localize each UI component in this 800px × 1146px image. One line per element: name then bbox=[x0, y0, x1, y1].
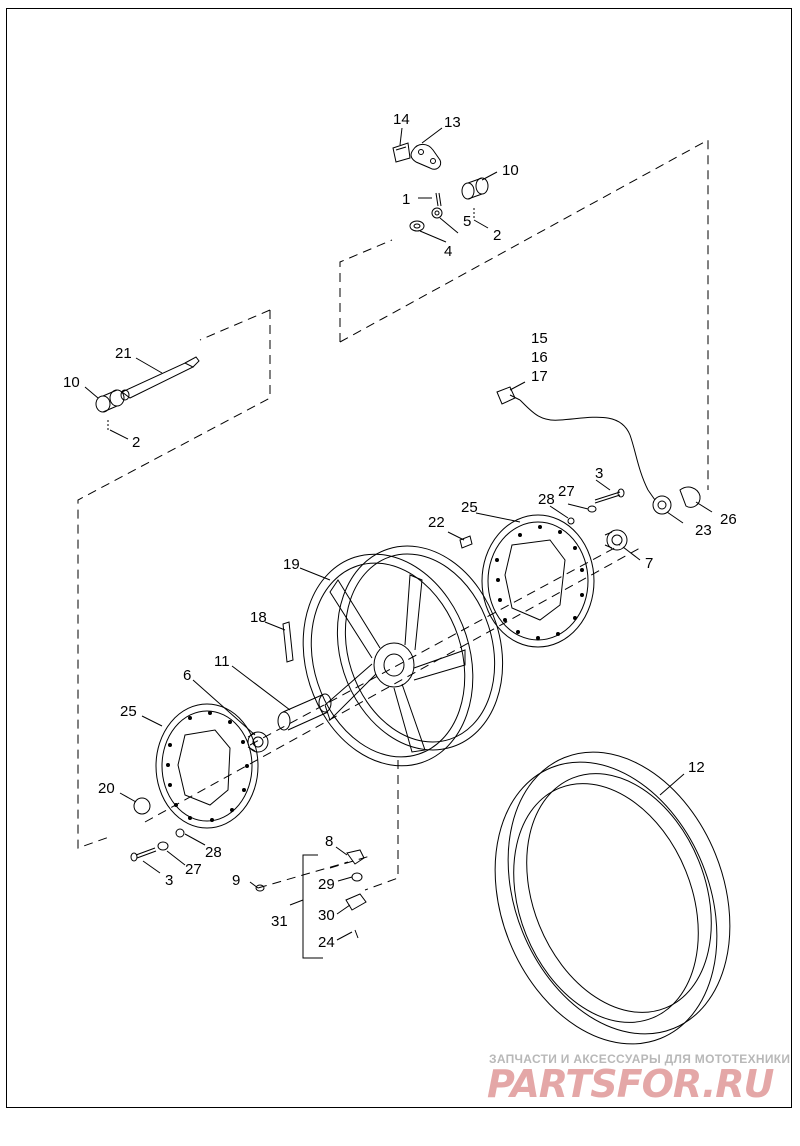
callout-12: 12 bbox=[688, 759, 705, 776]
callout-31: 31 bbox=[271, 913, 288, 930]
cast-wheel-part bbox=[302, 545, 504, 767]
callout-5: 5 bbox=[463, 213, 471, 230]
callout-11: 11 bbox=[214, 653, 230, 670]
tire-part bbox=[494, 751, 731, 1045]
callout-1: 1 bbox=[402, 191, 410, 208]
callout-15: 15 bbox=[531, 330, 548, 347]
callout-26: 26 bbox=[720, 511, 737, 528]
callout-29: 29 bbox=[318, 876, 335, 893]
washer-part bbox=[409, 220, 425, 232]
axle-sleeve-part bbox=[277, 693, 332, 731]
caliper-bracket-part bbox=[410, 143, 442, 170]
assembly-dash-lines bbox=[77, 139, 709, 891]
callout-4: 4 bbox=[444, 243, 452, 260]
sensor-ring-part bbox=[652, 495, 672, 515]
callout-2-left: 2 bbox=[132, 434, 140, 451]
wheel-speed-sensor-part bbox=[496, 386, 656, 501]
hub-cap-part bbox=[133, 797, 151, 815]
valve-cap-part bbox=[459, 535, 473, 549]
callout-25-right: 25 bbox=[461, 499, 478, 516]
leader-lines bbox=[84, 127, 713, 941]
washer-left-28 bbox=[175, 828, 185, 838]
callout-23: 23 bbox=[695, 522, 712, 539]
bolt-left-part bbox=[130, 847, 157, 862]
callout-30: 30 bbox=[318, 907, 335, 924]
bolt-right-part bbox=[594, 488, 625, 504]
callout-17: 17 bbox=[531, 368, 548, 385]
nut-part bbox=[431, 207, 443, 219]
washer-right-28 bbox=[567, 517, 575, 525]
callout-20: 20 bbox=[98, 780, 115, 797]
callout-8: 8 bbox=[325, 833, 333, 850]
callout-14: 14 bbox=[393, 111, 410, 128]
valve-oring-part bbox=[351, 872, 363, 882]
callout-16: 16 bbox=[531, 349, 548, 366]
callout-10-left: 10 bbox=[63, 374, 80, 391]
axle-part bbox=[120, 356, 200, 401]
valve-core-part bbox=[354, 929, 359, 939]
callout-10-top: 10 bbox=[502, 162, 519, 179]
callout-6: 6 bbox=[183, 667, 191, 684]
valve-cap-small-part bbox=[255, 884, 265, 892]
spacer-part-left bbox=[95, 389, 125, 413]
bracket-clip-part bbox=[392, 142, 411, 163]
brake-rotor-left bbox=[155, 703, 259, 829]
spacer-part-top bbox=[461, 177, 489, 200]
cotter-pin-part bbox=[435, 192, 442, 207]
callout-3-right: 3 bbox=[595, 465, 603, 482]
watermark-tagline: ЗАПЧАСТИ И АКСЕССУАРЫ ДЛЯ МОТОТЕХНИКИ bbox=[489, 1052, 791, 1066]
callout-3-left: 3 bbox=[165, 872, 173, 889]
washer-right-27 bbox=[587, 505, 597, 513]
callout-18: 18 bbox=[250, 609, 267, 626]
callout-19: 19 bbox=[283, 556, 300, 573]
brake-rotor-right bbox=[481, 514, 595, 648]
callout-13: 13 bbox=[444, 114, 461, 131]
callout-9: 9 bbox=[232, 872, 240, 889]
balance-weight-part bbox=[282, 621, 294, 663]
sensor-cover-part bbox=[679, 486, 701, 508]
kit-bracket-31 bbox=[302, 854, 323, 959]
callout-21: 21 bbox=[115, 345, 132, 362]
callout-27-left: 27 bbox=[185, 861, 202, 878]
callout-2-top: 2 bbox=[493, 227, 501, 244]
callout-24: 24 bbox=[318, 934, 335, 951]
callout-25-left: 25 bbox=[120, 703, 137, 720]
diagram-frame bbox=[6, 8, 792, 1108]
valve-stem-part bbox=[346, 849, 365, 865]
valve-nut-part bbox=[345, 893, 367, 911]
callout-28-left: 28 bbox=[205, 844, 222, 861]
callout-labels: 14 13 10 1 5 2 4 21 10 2 15 16 17 3 28 2… bbox=[63, 111, 737, 951]
callout-28-right: 28 bbox=[538, 491, 555, 508]
callout-7: 7 bbox=[645, 555, 653, 572]
bearing-right-part bbox=[604, 529, 628, 551]
callout-22: 22 bbox=[428, 514, 445, 531]
callout-27-right: 27 bbox=[558, 483, 575, 500]
watermark-logo: PARTSFOR.RU bbox=[487, 1062, 774, 1106]
washer-left-27 bbox=[157, 841, 169, 851]
